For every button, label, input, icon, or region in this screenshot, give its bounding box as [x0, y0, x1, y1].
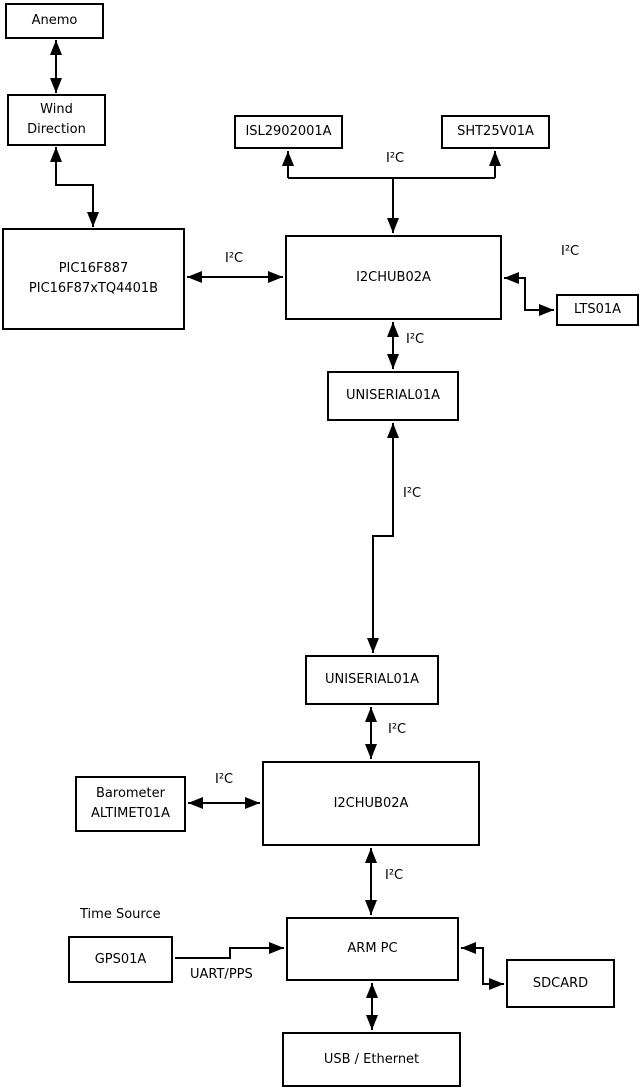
node-uniserial01a-bottom: UNISERIAL01A	[305, 655, 439, 705]
label-time-source: Time Source	[80, 907, 161, 922]
node-isl2902001a: ISL2902001A	[234, 115, 343, 149]
node-wind-direction-label-line2: Direction	[27, 122, 86, 137]
node-anemo-label: Anemo	[31, 13, 78, 28]
node-lts01a-label: LTS01A	[573, 302, 622, 317]
node-usb-ethernet-label: USB / Ethernet	[323, 1051, 420, 1067]
node-sht25v01a: SHT25V01A	[441, 115, 550, 149]
node-i2chub02a-bottom-label: I2CHUB02A	[333, 795, 409, 811]
node-wind-direction: Wind Direction	[7, 94, 106, 146]
label-i2c-barometer: I²C	[215, 772, 234, 787]
node-arm-pc: ARM PC	[286, 917, 459, 981]
node-uniserial01a-top-label: UNISERIAL01A	[346, 388, 440, 403]
node-gps01a-label: GPS01A	[94, 951, 147, 967]
label-i2c-hub-uniserial-top: I²C	[406, 332, 425, 347]
node-wind-direction-label-line1: Wind	[40, 102, 73, 117]
label-i2c-sensor-bus: I²C	[386, 151, 405, 166]
node-sdcard-label: SDCARD	[532, 975, 589, 991]
node-pic16f887-label-line1: PIC16F887	[58, 261, 129, 276]
label-i2c-uniserial-hub-bottom: I²C	[388, 722, 407, 737]
node-sdcard: SDCARD	[506, 959, 615, 1008]
node-barometer-label-line1: Barometer	[96, 786, 165, 801]
node-arm-pc-label: ARM PC	[347, 941, 398, 956]
node-i2chub02a-top-label: I2CHUB02A	[356, 269, 431, 285]
edge-armpc-sdcard	[461, 942, 504, 990]
node-usb-ethernet: USB / Ethernet	[282, 1032, 461, 1087]
edge-i2chub-top-lts	[504, 272, 554, 316]
edge-uniserial-uniserial	[367, 423, 399, 653]
node-lts01a: LTS01A	[556, 294, 639, 326]
node-barometer-altimet01a: Barometer ALTIMET01A	[75, 776, 186, 832]
label-uart-pps: UART/PPS	[190, 967, 253, 982]
label-i2c-uniserial-link: I²C	[403, 486, 422, 501]
label-i2c-hub-lts: I²C	[561, 244, 580, 259]
node-anemo: Anemo	[5, 3, 104, 39]
node-uniserial01a-bottom-label: UNISERIAL01A	[325, 672, 419, 687]
node-gps01a: GPS01A	[68, 936, 173, 983]
node-barometer-label-line2: ALTIMET01A	[91, 806, 170, 821]
node-i2chub02a-bottom: I2CHUB02A	[262, 761, 480, 846]
node-pic16f887-label-line2: PIC16F87xTQ4401B	[28, 281, 159, 296]
node-sht25v01a-label: SHT25V01A	[457, 124, 534, 139]
edge-winddirection-pic	[50, 147, 99, 227]
label-i2c-hub-armpc: I²C	[385, 868, 404, 883]
node-isl2902001a-label: ISL2902001A	[245, 124, 332, 139]
label-i2c-pic-hub: I²C	[225, 251, 244, 266]
node-pic16f887: PIC16F887 PIC16F87xTQ4401B	[2, 228, 185, 330]
edge-gps-armpc	[175, 942, 284, 959]
node-i2chub02a-top: I2CHUB02A	[285, 235, 502, 320]
node-uniserial01a-top: UNISERIAL01A	[327, 371, 459, 421]
